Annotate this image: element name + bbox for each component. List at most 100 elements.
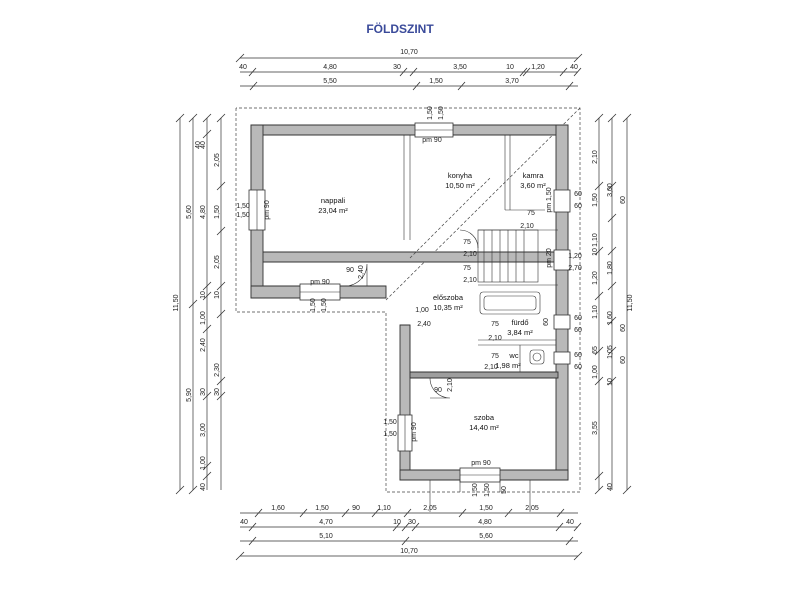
left-a-dim-2: 5,90: [186, 388, 193, 402]
top-row2-dim-3: 3,70: [505, 78, 519, 85]
left-b-dim-5: 2,40: [200, 338, 207, 352]
bottom-row3-dim-2: 5,60: [479, 533, 493, 540]
top-dimensions: 10,70 40 4,80 30 3,50 10 1,20 40 5,50 1,…: [235, 49, 583, 91]
bottom-row1-dim-1: 1,60: [271, 505, 285, 512]
left-dimensions: 11,50 5,60 5,90 40 4,80 10 1,00 2,40 30 …: [173, 113, 226, 495]
pm150-kamra: pm 1,50: [546, 187, 553, 212]
dim-150-left-b: 1,50: [236, 212, 250, 219]
dim-60-r2: 60: [574, 203, 582, 210]
left-total-dim: 11,50: [173, 294, 180, 311]
room-wc-name: wc: [508, 351, 518, 360]
right-b-dim-6: 60: [620, 324, 627, 332]
right-dimensions: 11,50 2,10 3,00 1,10 1,80 1,60 65 1,05 1…: [592, 113, 634, 495]
dim-240-eloszoba: 2,40: [417, 321, 431, 328]
dim-60-r3: 60: [574, 315, 582, 322]
right-a-dim-2: 3,00: [607, 183, 614, 197]
dim-75-wc: 75: [491, 353, 499, 360]
dim-150-top-b: 1,50: [438, 106, 445, 120]
bottom-row2-dim-6: 40: [566, 519, 574, 526]
room-wc-area: 1,98 m²: [495, 361, 521, 370]
left-b-dim-4: 1,00: [200, 311, 207, 325]
dim-210-szoba: 2,10: [447, 378, 454, 392]
dim-100-eloszoba: 1,00: [415, 307, 429, 314]
room-szoba-name: szoba: [474, 413, 495, 422]
left-c-dim-5: 2,30: [214, 363, 221, 377]
pm90-szoba-bottom: pm 90: [471, 460, 491, 467]
right-a-dim-10: 40: [607, 483, 614, 491]
top-row1-dim-3: 30: [393, 64, 401, 71]
right-a-dim-5: 1,60: [607, 311, 614, 325]
left-c-dim-1: 2,05: [214, 153, 221, 167]
room-konyha-area: 10,50 m²: [445, 181, 475, 190]
left-c-dim-3: 2,05: [214, 255, 221, 269]
dim-60-r5: 60: [574, 352, 582, 359]
top-row1-dim-5: 10: [506, 64, 514, 71]
plan-title: FÖLDSZINT: [366, 21, 434, 36]
bottom-dimensions: 1,60 1,50 90 1,10 2,05 1,50 2,05 40 4,70…: [235, 505, 583, 561]
bottom-total-dim: 10,70: [400, 548, 418, 555]
right-a-dim-3: 1,10: [592, 233, 599, 247]
room-nappali-name: nappali: [321, 196, 346, 205]
room-szoba-area: 14,40 m²: [469, 423, 499, 432]
right-total-dim: 11,50: [627, 294, 634, 311]
top-total-dim: 10,70: [400, 49, 418, 56]
bottom-row1-dim-2: 1,50: [315, 505, 329, 512]
dim-210-wc: 2,10: [484, 364, 498, 371]
left-c-dim-4: 10: [214, 291, 221, 299]
room-kamra-name: kamra: [523, 171, 545, 180]
dim-120-right: 1,20: [568, 253, 582, 260]
building-walls: [235, 107, 581, 512]
dim-50: 50: [501, 486, 508, 494]
left-c-dim-2: 1,50: [214, 205, 221, 219]
dim-210-stair-b: 2,10: [463, 277, 477, 284]
bottom-row3-dim-1: 5,10: [319, 533, 333, 540]
dim-60-r4: 60: [574, 327, 582, 334]
right-b-dim-8: 1,00: [592, 365, 599, 379]
right-a-dim-7: 1,05: [607, 345, 614, 359]
dim-60-r1: 60: [574, 191, 582, 198]
room-nappali-area: 23,04 m²: [318, 206, 348, 215]
dim-150-left: 1,50: [236, 203, 250, 210]
pm90-left: pm 90: [264, 200, 271, 220]
dim-210-stair-a: 2,10: [463, 251, 477, 258]
dim-75-stair-b: 75: [463, 265, 471, 272]
dim-90-szoba: 90: [434, 387, 442, 394]
dim-150-bl-b: 1,50: [321, 298, 328, 312]
dim-150-top-a: 1,50: [427, 106, 434, 120]
bottom-row2-dim-4: 30: [408, 519, 416, 526]
bottom-row2-dim-3: 10: [393, 519, 401, 526]
dim-75-furdo: 75: [491, 321, 499, 328]
left-b-dim-9: 40: [200, 483, 207, 491]
right-a-dim-4: 1,80: [607, 261, 614, 275]
right-a-dim-1: 2,10: [592, 150, 599, 164]
right-a-dim-8: 10: [607, 378, 614, 386]
right-a-dim-9: 3,55: [592, 421, 599, 435]
dim-75-kamra: 75: [527, 210, 535, 217]
bottom-row1-dim-4: 1,10: [377, 505, 391, 512]
bottom-row2-dim-5: 4,80: [478, 519, 492, 526]
dim-240-door: 2,40: [358, 265, 365, 279]
top-row2-dim-1: 5,50: [323, 78, 337, 85]
inner-annotations: pm 90 1,50 1,50 pm 90 1,50 1,50 pm 90 1,…: [195, 106, 582, 497]
dim-270-right: 2,70: [568, 265, 582, 272]
right-b-dim-4: 1,20: [592, 271, 599, 285]
bottom-row1-dim-7: 2,05: [525, 505, 539, 512]
right-b-dim-3: 10: [592, 248, 599, 256]
top-row1-dim-2: 4,80: [323, 64, 337, 71]
left-a-dim-1: 5,60: [186, 205, 193, 219]
bottom-row1-dim-3: 90: [352, 505, 360, 512]
left-c-dim-6: 30: [214, 388, 221, 396]
top-row2-dim-2: 1,50: [429, 78, 443, 85]
room-furdo-area: 3,84 m²: [507, 328, 533, 337]
bottom-row1-dim-6: 1,50: [479, 505, 493, 512]
pm90-top: pm 90: [422, 137, 442, 144]
dim-60-furdo: 60: [543, 318, 550, 326]
room-labels: nappali 23,04 m² konyha 10,50 m² kamra 3…: [318, 171, 546, 432]
left-b-dim-6: 30: [200, 388, 207, 396]
dim-40-tl: 40: [195, 141, 202, 149]
top-row1-dim-1: 40: [239, 64, 247, 71]
left-b-dim-8: 1,00: [200, 456, 207, 470]
dim-150-sb-b: 1,50: [484, 483, 491, 497]
bottom-row2-dim-1: 40: [240, 519, 248, 526]
